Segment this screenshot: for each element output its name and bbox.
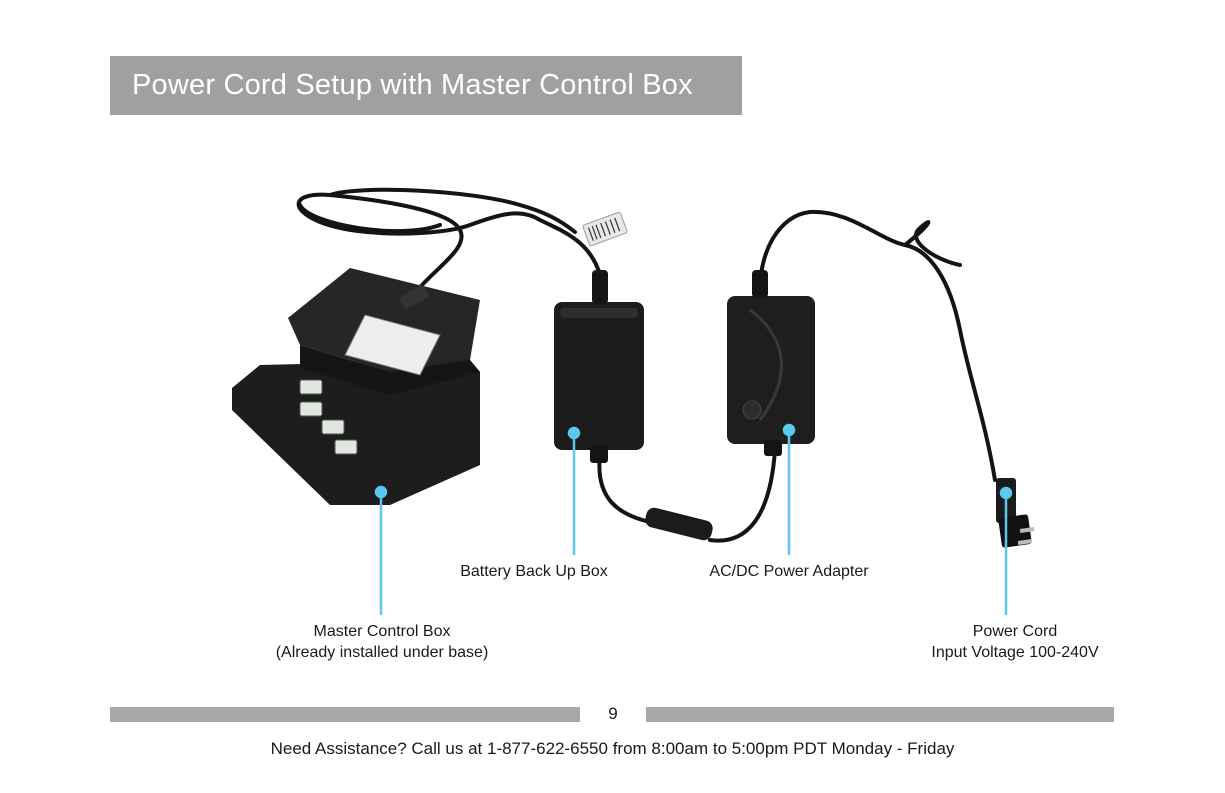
cable-connector	[644, 506, 715, 542]
battery-backup-label: Battery Back Up Box	[448, 561, 620, 582]
master-control-box-label: Master Control Box (Already installed un…	[246, 621, 518, 663]
footer-bar-left	[110, 707, 580, 722]
barcode-tag	[582, 212, 627, 246]
footer-bar-right	[646, 707, 1114, 722]
master-control-box-device	[232, 268, 480, 505]
page-number: 9	[580, 704, 646, 724]
adapter-label: AC/DC Power Adapter	[692, 561, 886, 582]
assistance-line: Need Assistance? Call us at 1-877-622-65…	[0, 739, 1225, 759]
ac-dc-adapter-device	[727, 270, 815, 456]
power-cord-label: Power Cord Input Voltage 100-240V	[906, 621, 1124, 663]
battery-backup-device	[554, 270, 644, 463]
